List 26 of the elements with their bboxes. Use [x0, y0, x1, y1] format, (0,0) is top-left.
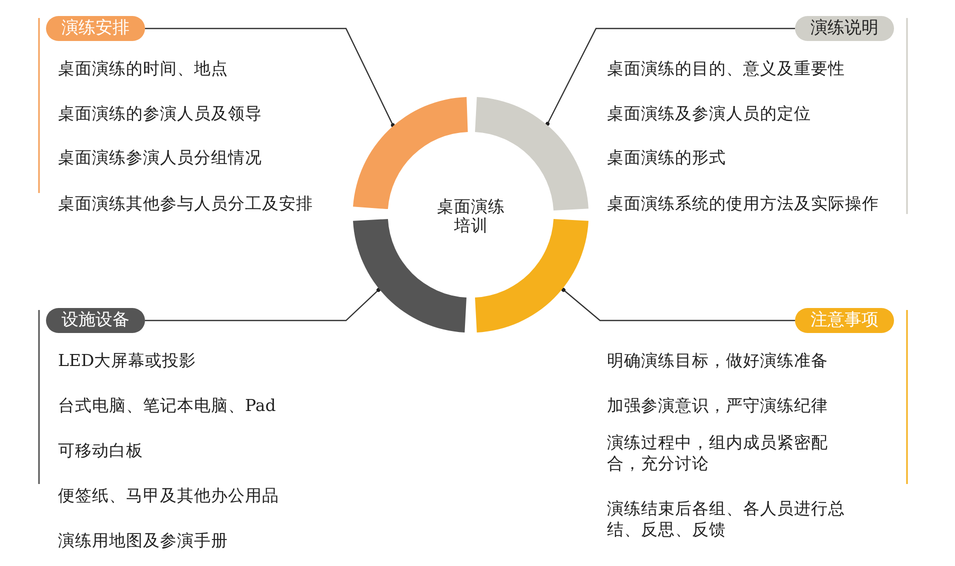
- leader-line: [145, 28, 395, 128]
- list-item: 桌面演练的形式: [607, 147, 726, 168]
- list-item: 可移动白板: [58, 440, 143, 461]
- heading-pill: 设施设备: [46, 308, 145, 333]
- heading-pill: 演练安排: [46, 16, 145, 41]
- heading-pill: 演练说明: [795, 16, 894, 41]
- list-item: 演练用地图及参演手册: [58, 530, 228, 551]
- heading-pill: 注意事项: [795, 308, 894, 333]
- list-item: LED大屏幕或投影: [58, 350, 196, 371]
- list-item: 桌面演练系统的使用方法及实际操作: [607, 193, 879, 214]
- list-item: 桌面演练的参演人员及领导: [58, 103, 262, 124]
- list-item: 明确演练目标，做好演练准备: [607, 350, 828, 371]
- list-item: 桌面演练其他参与人员分工及安排: [58, 193, 313, 214]
- list-item: 桌面演练的时间、地点: [58, 58, 228, 79]
- list-item: 加强参演意识，严守演练纪律: [607, 395, 828, 416]
- list-item: 演练过程中，组内成员紧密配合，充分讨论: [607, 432, 829, 474]
- list-item: 便签纸、马甲及其他办公用品: [58, 485, 279, 506]
- center-label: 桌面演练培训: [431, 197, 511, 235]
- leader-line: [546, 28, 795, 126]
- list-item: 台式电脑、笔记本电脑、Pad: [58, 395, 276, 416]
- list-item: 桌面演练及参演人员的定位: [607, 103, 811, 124]
- list-item: 演练结束后各组、各人员进行总结、反思、反馈: [607, 498, 846, 540]
- leader-line: [145, 288, 381, 322]
- list-item: 桌面演练参演人员分组情况: [58, 147, 262, 168]
- list-item: 桌面演练的目的、意义及重要性: [607, 58, 845, 79]
- leader-line: [561, 288, 795, 322]
